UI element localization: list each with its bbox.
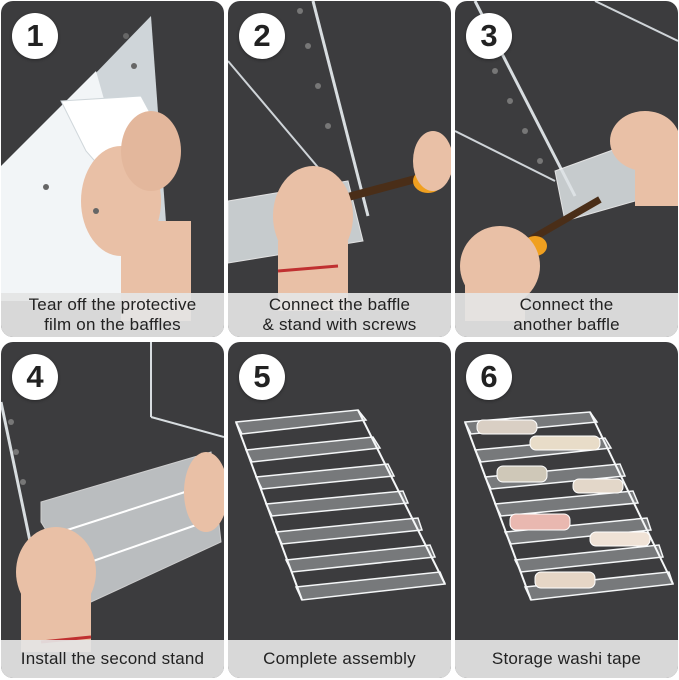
step-4-panel: 4 Install the second stand	[1, 342, 224, 678]
step-1-number-badge: 1	[12, 13, 58, 59]
step-2-number-badge: 2	[239, 13, 285, 59]
step-1-panel: 1 Tear off the protective film on the ba…	[1, 1, 224, 337]
step-4-caption: Install the second stand	[1, 640, 224, 678]
step-5-number-badge: 5	[239, 354, 285, 400]
step-1-caption: Tear off the protective film on the baff…	[1, 293, 224, 337]
step-3-number-badge: 3	[466, 13, 512, 59]
step-3-caption: Connect the another baffle	[455, 293, 678, 337]
step-5-panel: 5 Complete assembly	[228, 342, 451, 678]
step-6-number-badge: 6	[466, 354, 512, 400]
step-4-number-badge: 4	[12, 354, 58, 400]
step-6-caption: Storage washi tape	[455, 640, 678, 678]
step-1-photo	[1, 1, 224, 337]
step-6-panel: 6 Storage washi tape	[455, 342, 678, 678]
step-2-caption: Connect the baffle & stand with screws	[228, 293, 451, 337]
step-5-caption: Complete assembly	[228, 640, 451, 678]
step-6-photo	[455, 342, 678, 678]
step-2-panel: 2 Connect the baffle & stand with screws	[228, 1, 451, 337]
step-3-panel: 3 Connect the another baffle	[455, 1, 678, 337]
